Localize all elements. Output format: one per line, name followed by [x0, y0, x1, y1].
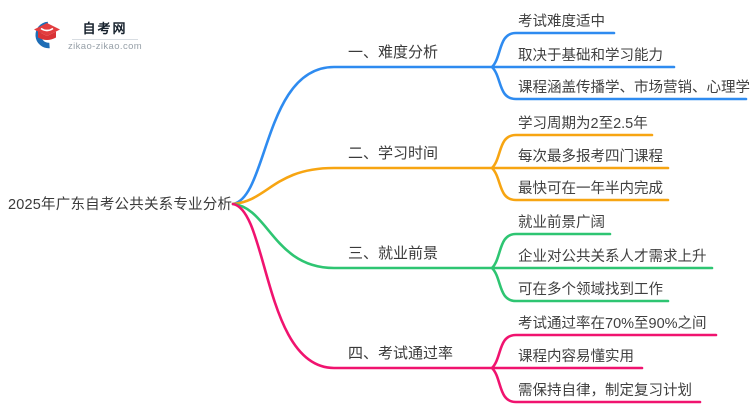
cap-base [38, 31, 56, 40]
leaf-node: 考试通过率在70%至90%之间 [518, 316, 707, 332]
leaf-node: 课程内容易懂实用 [518, 349, 634, 365]
branch-studytime-leaf1-line [490, 133, 654, 170]
branch-node-passrate: 四、考试通过率 [348, 345, 454, 362]
cap-smile [40, 27, 54, 32]
graduation-cap-icon [34, 21, 60, 49]
leaf-node: 学习周期为2至2.5年 [518, 116, 648, 132]
leaf-node: 就业前景广阔 [518, 215, 605, 231]
logo-text: 自考网 zikao-zikao.com [68, 18, 142, 52]
logo-site-name: 自考网 [82, 21, 128, 36]
branch-studytime-trunk-line [231, 166, 494, 206]
leaf-node: 最快可在一年半内完成 [518, 181, 663, 197]
leaf-node: 课程涵盖传播学、市场营销、心理学 [518, 80, 750, 96]
mindmap-root-node: 2025年广东自考公共关系专业分析 [8, 197, 233, 213]
branch-employment-lines [231, 202, 714, 303]
branch-difficulty-leaf1-line [490, 31, 616, 69]
branch-employment-trunk-line [231, 202, 494, 270]
branch-difficulty-trunk-line [231, 65, 494, 206]
leaf-node: 企业对公共关系人才需求上升 [518, 249, 707, 265]
branch-passrate-lines [231, 202, 718, 404]
branch-node-difficulty: 一、难度分析 [348, 44, 439, 61]
branch-difficulty-lines [231, 31, 748, 206]
branch-difficulty-leaf3-line [490, 65, 748, 101]
leaf-node: 取决于基础和学习能力 [518, 48, 663, 64]
branch-employment-leaf3-line [490, 266, 670, 303]
leaf-node: 每次最多报考四门课程 [518, 149, 663, 165]
branch-passrate-leaf1-line [490, 333, 718, 370]
branch-passrate-leaf3-line [490, 366, 702, 404]
leaf-node: 可在多个领域找到工作 [518, 282, 663, 298]
leaf-node: 考试难度适中 [518, 14, 605, 30]
branch-passrate-trunk-line [231, 202, 494, 370]
branch-studytime-leaf3-line [490, 166, 670, 202]
branch-employment-leaf1-line [490, 232, 612, 270]
branch-node-studytime: 二、学习时间 [348, 145, 439, 162]
site-logo: 自考网 zikao-zikao.com [28, 18, 142, 52]
logo-site-domain: zikao-zikao.com [68, 41, 143, 52]
leaf-node: 需保持自律，制定复习计划 [518, 383, 692, 399]
branch-studytime-lines [231, 133, 670, 206]
branch-node-employment: 三、就业前景 [348, 245, 439, 262]
logo-divider [72, 39, 139, 40]
